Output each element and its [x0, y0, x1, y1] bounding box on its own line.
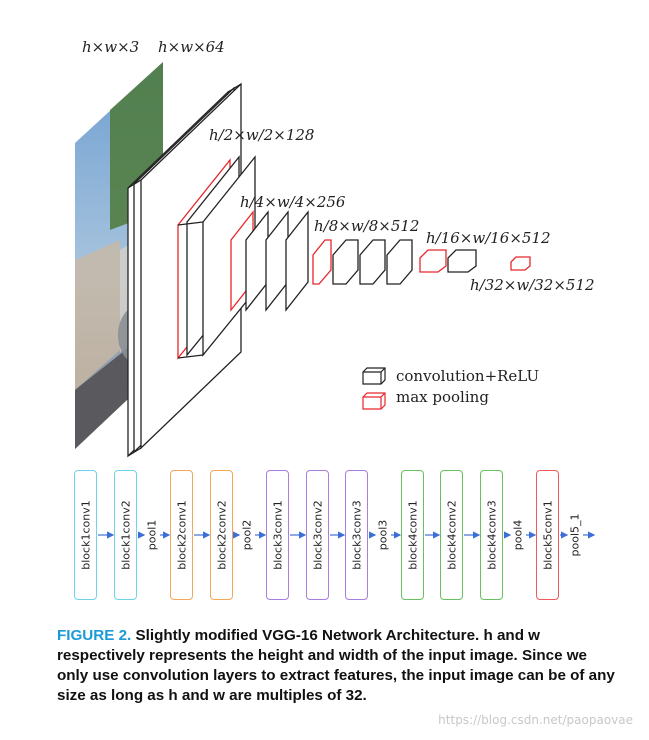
architecture-diagram: h×w×3 h×w×64 h/2×w/2×128 h/4×w/4×256 h/8…	[75, 38, 595, 458]
layer-label: block3conv1	[271, 500, 284, 570]
layer-block4conv1: block4conv1	[401, 470, 424, 600]
flow-arrows	[98, 531, 596, 539]
figure-caption: FIGURE 2. Slightly modified VGG-16 Netwo…	[57, 626, 617, 706]
pool-pool4: pool4	[511, 505, 525, 565]
layer-label: block3conv2	[311, 500, 324, 570]
layer-label: block2conv2	[215, 500, 228, 570]
legend: convolution+ReLU max pooling	[362, 367, 539, 410]
pool-label: pool5_1	[568, 513, 582, 557]
pool-pool5_1: pool5_1	[568, 505, 582, 565]
dim-block1-label: h×w×64	[158, 38, 225, 56]
layer-block2conv1: block2conv1	[170, 470, 193, 600]
pool-pool2: pool2	[240, 505, 254, 565]
layer-label: block5conv1	[541, 500, 554, 570]
pool-label: pool3	[376, 519, 390, 551]
dim-block3-label: h/4×w/4×256	[240, 193, 346, 211]
layer-block4conv3: block4conv3	[480, 470, 503, 600]
dim-block2-label: h/2×w/2×128	[209, 126, 314, 144]
dim-final-label: h/32×w/32×512	[470, 276, 595, 294]
dim-input-label: h×w×3	[82, 38, 139, 56]
block5-slabs	[419, 249, 477, 273]
layer-block3conv2: block3conv2	[306, 470, 329, 600]
pool-label: pool4	[511, 519, 525, 551]
layer-label: block3conv3	[350, 500, 363, 570]
layer-label: block4conv3	[485, 500, 498, 570]
pool-pool3: pool3	[376, 505, 390, 565]
pool-label: pool1	[145, 519, 159, 551]
layer-label: block4conv2	[445, 500, 458, 570]
watermark: https://blog.csdn.net/paopaovae	[438, 713, 633, 727]
layer-label: block1conv2	[119, 500, 132, 570]
layer-block3conv3: block3conv3	[345, 470, 368, 600]
block2-slabs	[177, 155, 256, 360]
layer-block1conv2: block1conv2	[114, 470, 137, 600]
final-pool-slab	[510, 256, 531, 271]
dim-block5-label: h/16×w/16×512	[426, 229, 551, 247]
legend-pool-icon	[362, 392, 386, 410]
block4-slabs	[312, 239, 413, 285]
layer-label: block1conv1	[79, 500, 92, 570]
legend-conv-icon	[362, 367, 386, 385]
legend-pool-label: max pooling	[396, 388, 489, 406]
layer-block4conv2: block4conv2	[440, 470, 463, 600]
dim-block4-label: h/8×w/8×512	[314, 217, 419, 235]
layer-label: block2conv1	[175, 500, 188, 570]
legend-conv-label: convolution+ReLU	[396, 367, 539, 385]
pool-pool1: pool1	[145, 505, 159, 565]
pool-label: pool2	[240, 519, 254, 551]
layer-block2conv2: block2conv2	[210, 470, 233, 600]
caption-text: Slightly modified VGG-16 Network Archite…	[57, 627, 615, 704]
layer-block5conv1: block5conv1	[536, 470, 559, 600]
block3-slabs	[230, 210, 309, 312]
layer-label: block4conv1	[406, 500, 419, 570]
caption-figure-label: FIGURE 2.	[57, 627, 132, 644]
layer-block3conv1: block3conv1	[266, 470, 289, 600]
layer-block1conv1: block1conv1	[74, 470, 97, 600]
